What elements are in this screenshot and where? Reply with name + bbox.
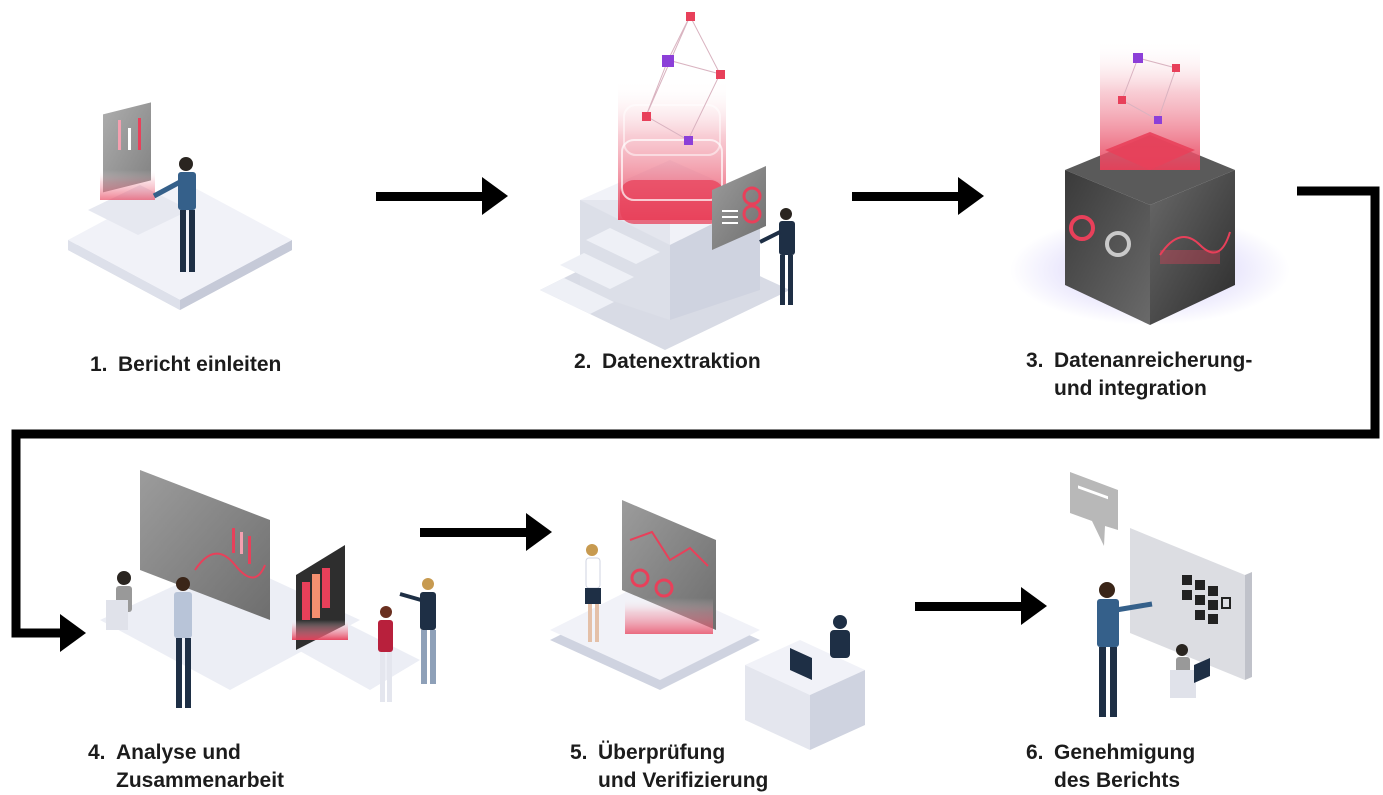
step-title-line: Zusammenarbeit: [116, 769, 285, 792]
person-standing: [585, 544, 601, 642]
step-number: 6.: [1026, 741, 1044, 764]
step-2-label: 2. Datenextraktion: [574, 348, 761, 376]
security-panel: [1130, 528, 1245, 680]
step-5-illustration: [550, 500, 865, 750]
node-network: [1118, 53, 1180, 124]
step-title-line: Datenextraktion: [602, 350, 761, 373]
person-seated: [1170, 644, 1210, 698]
step-title-line: Bericht einleiten: [118, 353, 282, 376]
step-6-illustration: [1070, 472, 1252, 717]
step-1-label: 1. Bericht einleiten: [90, 351, 281, 379]
step-4-label: 4. Analyse und Zusammenarbeit: [88, 739, 284, 795]
arrow-4-to-5: [420, 513, 552, 551]
person-standing: [152, 157, 196, 272]
step-title-line: und Verifizierung: [598, 769, 769, 792]
cube-right-face: [1150, 170, 1235, 325]
person-standing: [174, 577, 192, 708]
person-seated: [106, 571, 132, 630]
step-1-illustration: [68, 102, 292, 310]
node-network: [642, 12, 725, 145]
large-wall-screen: [140, 470, 270, 620]
lock-grid-icon: [1182, 575, 1231, 624]
step-title-line: Analyse und: [116, 741, 241, 764]
step-title-line: des Berichts: [1054, 769, 1181, 792]
step-2-illustration: [540, 12, 795, 350]
step-3-illustration: [1010, 40, 1290, 325]
desk-with-computer: [745, 615, 865, 750]
step-number: 5.: [570, 741, 588, 764]
step-6-label: 6. Genehmigung des Berichts: [1026, 739, 1195, 795]
person-standing: [1097, 582, 1153, 717]
connector-row-1-to-row-2: [11, 186, 1380, 652]
step-title-line: Überprüfung: [598, 741, 726, 764]
chart-screen: [622, 500, 716, 630]
step-3-label: 3. Datenanreicherung- und integration: [1026, 347, 1252, 403]
person-standing: [399, 578, 436, 684]
speech-bubble: [1070, 472, 1118, 546]
step-title-line: Genehmigung: [1054, 741, 1196, 764]
arrow-5-to-6: [915, 587, 1047, 625]
step-title-line: Datenanreicherung-: [1054, 349, 1253, 372]
arrow-2-to-3: [852, 177, 984, 215]
step-4-illustration: [100, 470, 436, 708]
step-number: 2.: [574, 350, 592, 373]
step-title-line: und integration: [1054, 377, 1207, 400]
step-number: 4.: [88, 741, 106, 764]
step-number: 1.: [90, 353, 108, 376]
step-5-label: 5. Überprüfung und Verifizierung: [570, 739, 768, 795]
person-standing: [378, 606, 393, 702]
person-standing: [759, 208, 795, 305]
step-number: 3.: [1026, 349, 1044, 372]
arrow-1-to-2: [376, 177, 508, 215]
